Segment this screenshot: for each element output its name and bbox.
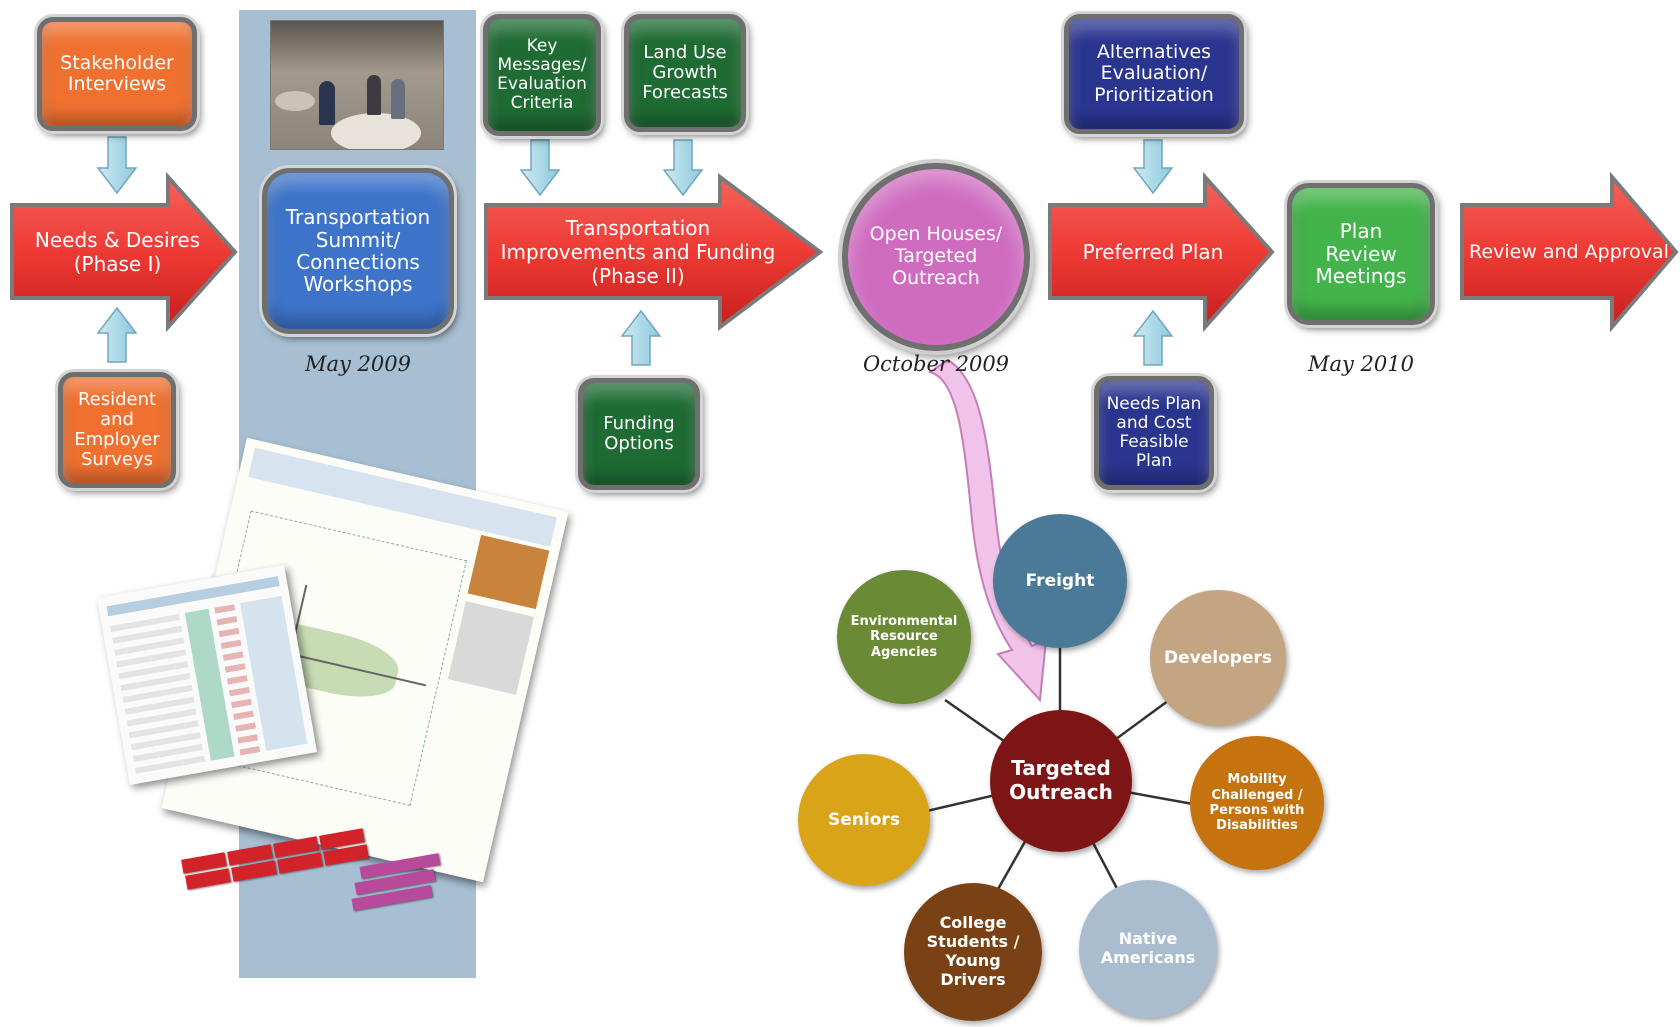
bubble-targeted-outreach-center: Targeted Outreach (990, 710, 1132, 852)
review-arrow-shape (1460, 171, 1679, 333)
open-houses-date: October 2009 (862, 352, 1010, 376)
bubble-native: Native Americans (1079, 880, 1217, 1018)
summit-date: May 2009 (304, 352, 411, 376)
workshop-photo (270, 20, 444, 150)
connector-down-stakeholder (96, 136, 138, 195)
bubble-seniors: Seniors (798, 754, 930, 886)
bubble-environmental: Environmental Resource Agencies (837, 570, 971, 704)
improvements-arrow-label: Transportation Improvements and Funding … (500, 216, 776, 288)
stakeholder-interviews-box: Stakeholder Interviews (37, 17, 197, 131)
connector-up-needs-plan (1132, 309, 1174, 366)
transportation-summit-box: Transportation Summit/ Connections Works… (262, 168, 454, 334)
needs-plan-box: Needs Plan and Cost Feasible Plan (1094, 376, 1214, 490)
bubble-college: College Students / Young Drivers (904, 883, 1042, 1021)
connector-down-alternatives (1132, 139, 1174, 195)
needs-arrow-label: Needs & Desires (Phase I) (34, 228, 201, 276)
resident-surveys-box: Resident and Employer Surveys (58, 372, 176, 488)
bubble-freight: Freight (993, 514, 1127, 648)
needs-arrow-shape (10, 171, 238, 333)
key-messages-box: Key Messages/ Evaluation Criteria (483, 14, 601, 136)
preferred-arrow-label: Preferred Plan (1082, 240, 1224, 264)
bubble-mobility: Mobility Challenged / Persons with Disab… (1190, 736, 1324, 870)
connector-down-land-use (662, 139, 704, 197)
connector-up-funding (620, 309, 662, 366)
funding-options-box: Funding Options (578, 378, 700, 490)
review-arrow-label: Review and Approval (1469, 240, 1669, 263)
land-use-box: Land Use Growth Forecasts (624, 14, 746, 132)
connector-down-key-messages (519, 139, 561, 197)
plan-review-date: May 2010 (1307, 352, 1414, 376)
preferred-arrow-shape (1048, 171, 1275, 333)
improvements-arrow-shape (484, 173, 824, 331)
table-document-illustration (96, 564, 318, 786)
alternatives-box: Alternatives Evaluation/ Prioritization (1064, 14, 1244, 134)
open-houses-circle: Open Houses/ Targeted Outreach (842, 163, 1030, 351)
connector-up-resident (96, 306, 138, 363)
pink-outreach-arrow (927, 358, 1048, 703)
plan-review-box: Plan Review Meetings (1287, 183, 1435, 325)
bubble-developers: Developers (1150, 590, 1286, 726)
